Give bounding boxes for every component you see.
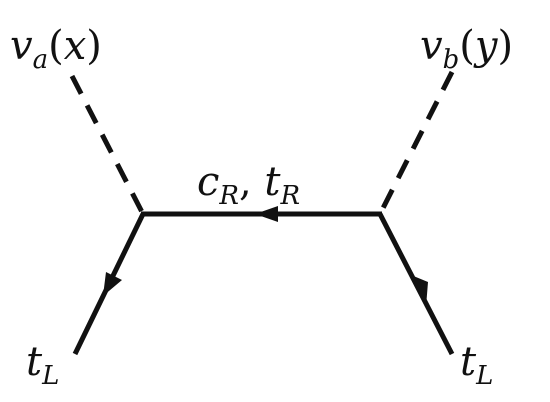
label-propagator: cR, tR [197,159,301,212]
scalar-line-right [377,70,455,216]
label-va: va(x) [10,23,102,76]
fermion-arrow-right [411,275,428,307]
label-tl-left: tL [26,339,60,392]
propagator-arrow [255,206,278,222]
scalar-line-left [69,74,146,216]
label-tl-right: tL [460,339,494,392]
label-vb: vb(y) [420,23,514,76]
fermion-arrow-left [103,272,122,296]
